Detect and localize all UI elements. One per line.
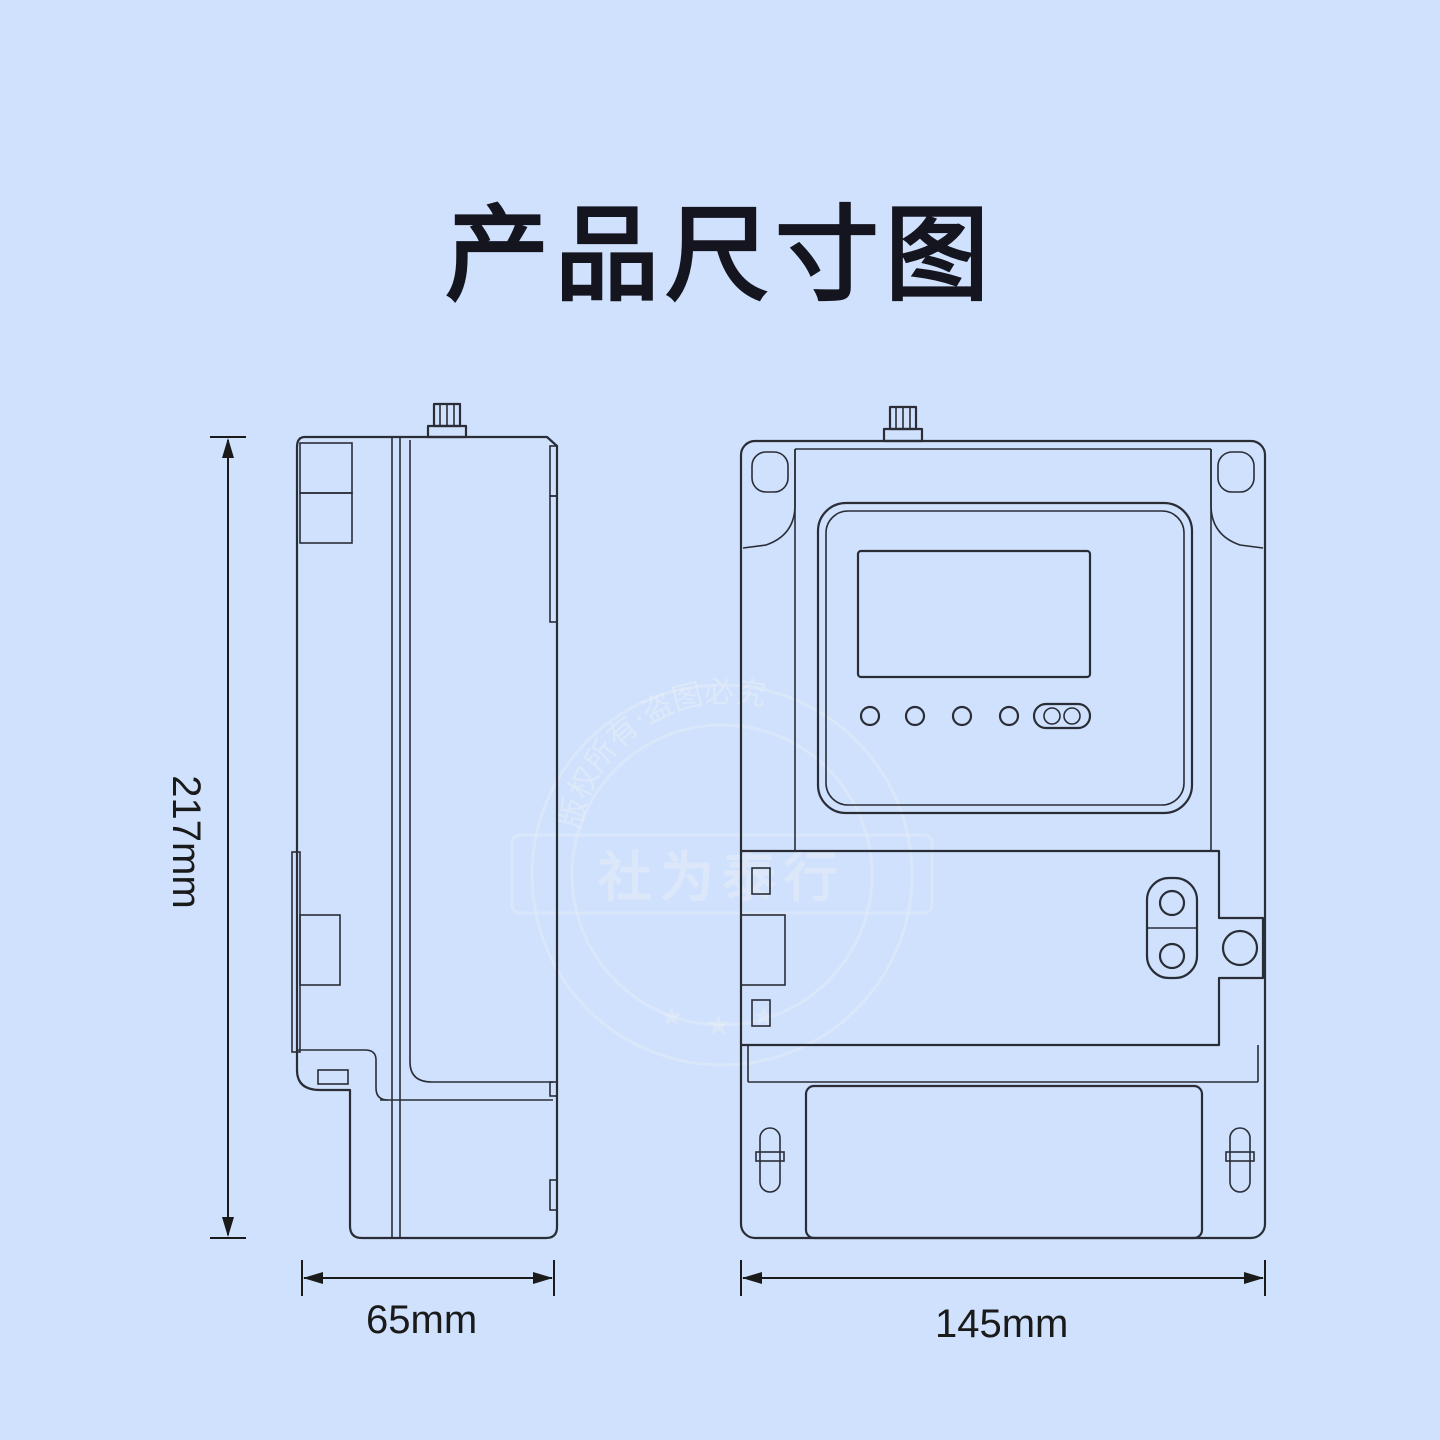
watermark-star-icon: ★ (660, 1002, 683, 1032)
watermark-top-text: 版权所有·盗图必究 (553, 674, 768, 832)
side-width-dimension-line (301, 1260, 555, 1296)
seal-screw-icon (1158, 889, 1186, 917)
button-1-icon (859, 705, 881, 727)
front-width-dimension-label: 145mm (935, 1302, 1069, 1346)
side-view (291, 402, 559, 1240)
height-dimension-line (210, 436, 246, 1239)
front-view (739, 405, 1267, 1240)
watermark-stamp: 版权所有·盗图必究 社为泰行 ★ ★ ★ (510, 674, 934, 1067)
front-view-outline (739, 439, 1267, 1240)
terminal-cover (741, 849, 1265, 1047)
watermark-star-icon: ★ (705, 1008, 732, 1043)
button-2-icon (904, 705, 926, 727)
seal-screw-icon (1221, 929, 1259, 967)
seal-screw-icon (1158, 942, 1186, 970)
bottom-terminal-block (804, 1084, 1204, 1240)
button-4-icon (998, 705, 1020, 727)
side-width-dimension-label: 65mm (366, 1298, 478, 1342)
page-title: 产品尺寸图 (444, 194, 995, 316)
front-width-dimension-line (740, 1260, 1266, 1296)
watermark-star-icon: ★ (752, 1002, 775, 1032)
button-3-icon (951, 705, 973, 727)
side-view-outline (295, 435, 559, 1240)
antenna-icon (426, 402, 468, 439)
indicator-pair-icon (1032, 702, 1092, 730)
lcd-screen (856, 549, 1092, 679)
watermark-top-text: 版权所有·盗图必究 (553, 674, 768, 832)
antenna-icon (882, 405, 924, 443)
display-panel (816, 501, 1194, 815)
height-dimension-label: 217mm (164, 775, 208, 909)
watermark-center-text: 社为泰行 (598, 846, 846, 909)
